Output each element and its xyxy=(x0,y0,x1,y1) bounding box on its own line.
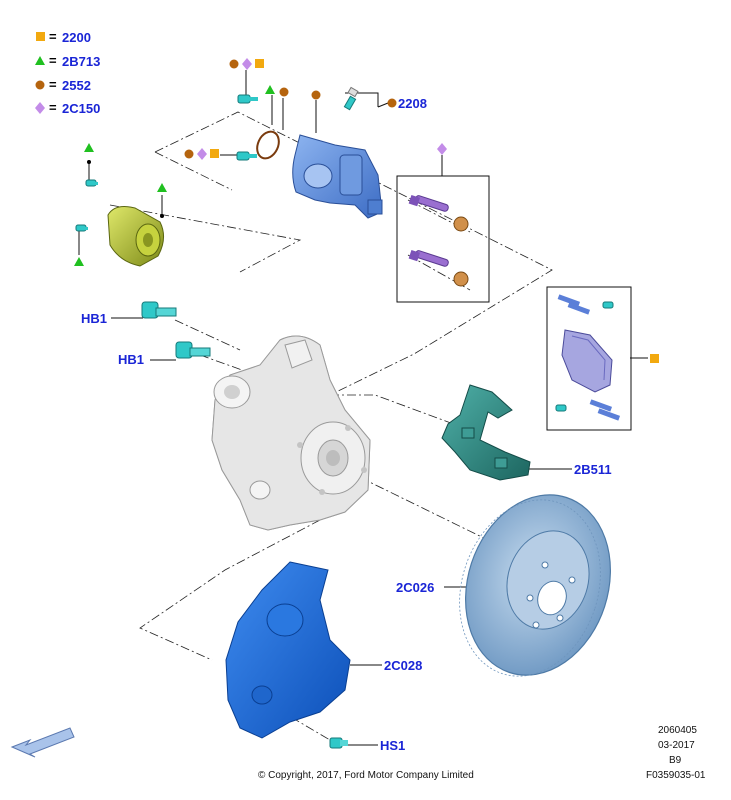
figure-number: F0359035-01 xyxy=(646,770,706,781)
diamond-icon xyxy=(437,143,447,155)
caliper-bracket xyxy=(441,384,531,481)
legend-code-2552: 2552 xyxy=(62,78,91,93)
callout-hs1: HS1 xyxy=(380,738,405,753)
circle-icon xyxy=(311,90,321,100)
circle-icon xyxy=(184,149,194,159)
seal-ring xyxy=(256,130,280,160)
square-icon xyxy=(650,354,659,363)
steering-knuckle xyxy=(211,335,371,531)
hub-bolt-upper xyxy=(141,301,177,319)
callout-2208: 2208 xyxy=(398,96,427,111)
legend-triangle-icon xyxy=(35,56,45,65)
callout-hb1-lower: HB1 xyxy=(118,352,144,367)
brake-actuator xyxy=(107,206,164,267)
brake-pad-kit xyxy=(546,286,632,431)
legend-code-2c150: 2C150 xyxy=(62,101,100,116)
legend-diamond-icon xyxy=(35,102,45,114)
diamond-icon xyxy=(197,148,207,160)
square-icon xyxy=(210,149,219,158)
legend-equals: = xyxy=(49,77,57,92)
legend-code-2b713: 2B713 xyxy=(62,54,100,69)
legend-square-icon xyxy=(36,32,45,41)
triangle-icon xyxy=(157,183,167,192)
dust-shield xyxy=(225,561,351,739)
hub-bolt-lower xyxy=(175,341,211,359)
bleed-screw xyxy=(343,86,359,111)
legend-equals: = xyxy=(49,100,57,115)
brake-disc xyxy=(459,494,611,677)
actuator-screws xyxy=(75,179,98,232)
circle-icon xyxy=(229,59,239,69)
legend: = 2200 = 2B713 = 2552 = 2C150 xyxy=(35,29,100,116)
diagram-revision: B9 xyxy=(669,755,682,766)
callout-2c026: 2C026 xyxy=(396,580,434,595)
triangle-icon xyxy=(84,143,94,152)
legend-code-2200: 2200 xyxy=(62,30,91,45)
triangle-icon xyxy=(265,85,275,94)
part-symbols xyxy=(74,58,659,363)
legend-circle-icon xyxy=(35,80,45,90)
caliper-bolts xyxy=(236,94,258,161)
guide-pin-kit xyxy=(396,175,490,303)
circle-icon xyxy=(387,98,397,108)
triangle-icon xyxy=(74,257,84,266)
diagram-date: 03-2017 xyxy=(658,740,695,751)
direction-arrow-icon[interactable] xyxy=(10,727,75,758)
shield-screw xyxy=(329,737,348,749)
diamond-icon xyxy=(242,58,252,70)
legend-equals: = xyxy=(49,29,57,44)
brake-caliper xyxy=(292,134,383,219)
callout-2b511: 2B511 xyxy=(574,462,612,477)
diagram-code: 2060405 xyxy=(658,725,697,736)
callout-2c028: 2C028 xyxy=(384,658,422,673)
legend-equals: = xyxy=(49,53,57,68)
circle-icon xyxy=(279,87,289,97)
square-icon xyxy=(255,59,264,68)
copyright-text: © Copyright, 2017, Ford Motor Company Li… xyxy=(258,770,474,781)
callout-hb1-upper: HB1 xyxy=(81,311,107,326)
